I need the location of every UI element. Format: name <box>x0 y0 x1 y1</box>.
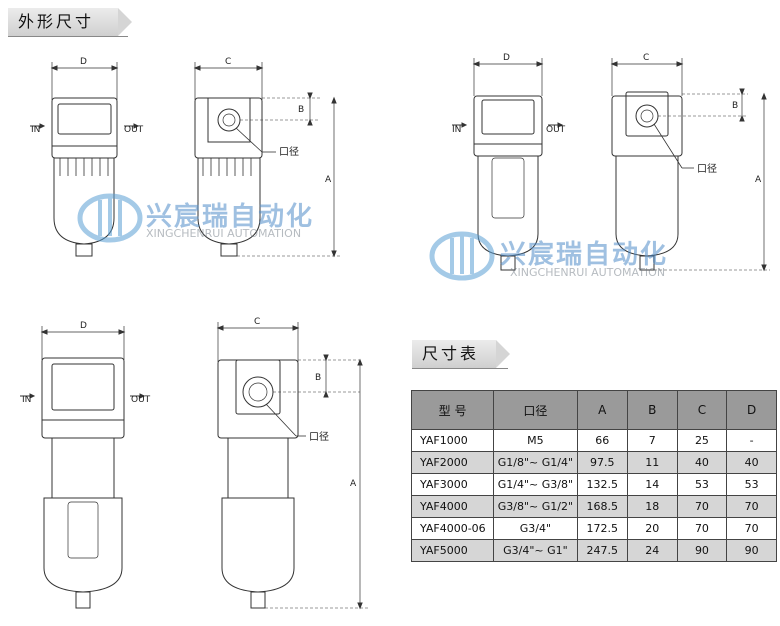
table-row: YAF4000 G3/8"~ G1/2" 168.5 18 70 70 <box>410 495 777 518</box>
table-cell-a: 172.5 <box>576 517 628 540</box>
label-in: IN <box>22 395 31 405</box>
table-header: 口径 <box>493 390 578 430</box>
table-header: B <box>626 390 678 430</box>
table-cell-port: G3/4" <box>493 517 578 540</box>
table-cell-a: 168.5 <box>576 495 628 518</box>
table-header: C <box>676 390 728 430</box>
filter-front-view-2 <box>452 58 564 271</box>
label-out: OUT <box>131 395 151 405</box>
table-cell-c: 70 <box>676 495 728 518</box>
table-cell-a: 132.5 <box>576 473 628 496</box>
watermark-logo <box>77 193 143 243</box>
table-cell-port: G3/4"~ G1" <box>493 539 578 562</box>
filter-front-view-1 <box>30 62 140 257</box>
table-cell-port: G1/8"~ G1/4" <box>493 451 578 474</box>
table-cell-model: YAF3000 <box>410 473 495 496</box>
table-header: A <box>576 390 628 430</box>
dim-label-b: B <box>315 373 321 383</box>
section-title-outline: 外形尺寸 <box>8 8 132 36</box>
table-cell-c: 70 <box>676 517 728 540</box>
table-cell-c: 90 <box>676 539 728 562</box>
watermark-logo <box>429 231 495 281</box>
filter-side-view-1 <box>193 62 340 258</box>
table-cell-model: YAF1000 <box>410 429 495 452</box>
table-cell-d: 53 <box>726 473 777 496</box>
label-port: 口径 <box>279 145 299 158</box>
table-cell-port: M5 <box>493 429 578 452</box>
table-cell-d: 40 <box>726 451 777 474</box>
label-out: OUT <box>124 125 144 135</box>
table-row: YAF2000 G1/8"~ G1/4" 97.5 11 40 40 <box>410 451 777 474</box>
table-cell-model: YAF4000 <box>410 495 495 518</box>
table-cell-d: - <box>726 429 777 452</box>
table-cell-c: 53 <box>676 473 728 496</box>
dim-label-d: D <box>80 321 87 331</box>
table-row: YAF4000-06 G3/4" 172.5 20 70 70 <box>410 517 777 540</box>
dim-label-b: B <box>298 105 304 115</box>
table-header-row: 型 号 口径 A B C D <box>410 390 777 430</box>
dim-label-c: C <box>643 53 649 63</box>
label-in: IN <box>452 125 461 135</box>
table-cell-d: 70 <box>726 517 777 540</box>
dim-label-b: B <box>732 101 738 111</box>
dimension-table: 型 号 口径 A B C D YAF1000 M5 66 7 25 - YAF2… <box>410 390 777 562</box>
dim-label-a: A <box>325 175 332 185</box>
table-cell-a: 97.5 <box>576 451 628 474</box>
title-underline <box>8 36 128 37</box>
label-out: OUT <box>546 125 566 135</box>
table-header: 型 号 <box>410 390 495 430</box>
filter-side-view-2 <box>610 58 770 272</box>
table-cell-c: 25 <box>676 429 728 452</box>
table-cell-model: YAF5000 <box>410 539 495 562</box>
label-port: 口径 <box>309 430 329 443</box>
filter-front-view-3 <box>20 326 146 609</box>
table-cell-b: 14 <box>626 473 678 496</box>
table-cell-b: 20 <box>626 517 678 540</box>
table-cell-b: 24 <box>626 539 678 562</box>
table-header: D <box>726 390 777 430</box>
table-cell-a: 247.5 <box>576 539 628 562</box>
table-cell-model: YAF4000-06 <box>410 517 495 540</box>
table-cell-b: 7 <box>626 429 678 452</box>
filter-side-view-3 <box>216 322 370 610</box>
section-title-table: 尺寸表 <box>412 340 510 368</box>
table-cell-port: G3/8"~ G1/2" <box>493 495 578 518</box>
table-cell-b: 18 <box>626 495 678 518</box>
dim-label-d: D <box>80 57 87 67</box>
dim-label-c: C <box>254 317 260 327</box>
table-cell-b: 11 <box>626 451 678 474</box>
dim-label-d: D <box>503 53 510 63</box>
table-cell-model: YAF2000 <box>410 451 495 474</box>
label-port: 口径 <box>697 162 717 175</box>
dim-label-c: C <box>225 57 231 67</box>
table-row: YAF3000 G1/4"~ G3/8" 132.5 14 53 53 <box>410 473 777 496</box>
table-row: YAF1000 M5 66 7 25 - <box>410 429 777 452</box>
dim-label-a: A <box>755 175 762 185</box>
label-in: IN <box>31 125 40 135</box>
table-cell-a: 66 <box>576 429 628 452</box>
table-cell-port: G1/4"~ G3/8" <box>493 473 578 496</box>
dim-label-a: A <box>350 479 357 489</box>
title-underline <box>412 368 508 369</box>
table-cell-d: 90 <box>726 539 777 562</box>
table-row: YAF5000 G3/4"~ G1" 247.5 24 90 90 <box>410 539 777 562</box>
table-cell-d: 70 <box>726 495 777 518</box>
table-cell-c: 40 <box>676 451 728 474</box>
